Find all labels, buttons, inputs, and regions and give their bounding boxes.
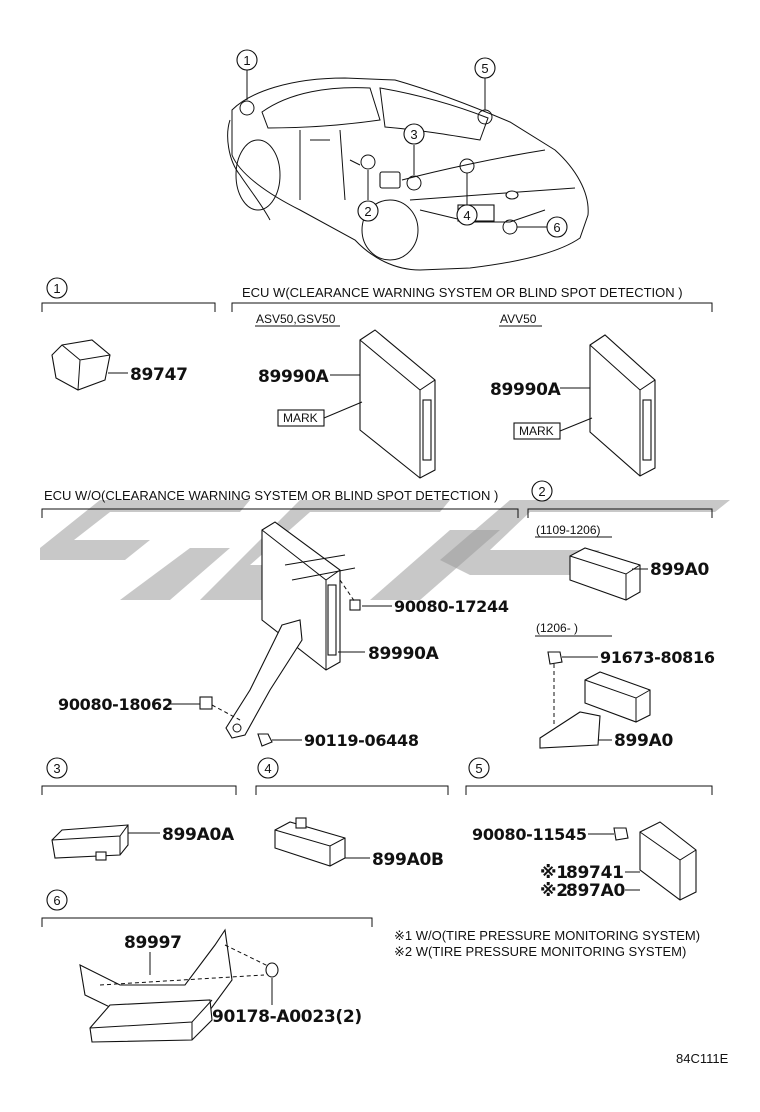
- part-897a0[interactable]: 897A0: [566, 881, 626, 901]
- part-89997[interactable]: 89997: [124, 933, 182, 953]
- section-1: 1 89747: [41, 277, 216, 391]
- part-899a0b[interactable]: 899A0B: [372, 850, 444, 870]
- variant-asv50: ASV50,GSV50: [256, 312, 336, 326]
- mark-2: ※2: [540, 881, 568, 901]
- part-89741[interactable]: 89741: [566, 863, 624, 883]
- part-899a0-late[interactable]: 899A0: [614, 731, 674, 751]
- section-3: 3 899A0A: [41, 757, 237, 861]
- svg-text:5: 5: [481, 61, 488, 76]
- footnote-1: ※1 W/O(TIRE PRESSURE MONITORING SYSTEM): [394, 928, 700, 943]
- part-89747[interactable]: 89747: [130, 365, 188, 385]
- car-illustration: [227, 77, 589, 271]
- svg-text:1: 1: [53, 281, 60, 296]
- svg-text:2: 2: [364, 204, 371, 219]
- callout-4[interactable]: [456, 204, 478, 226]
- part-89990a-avv50[interactable]: 89990A: [490, 380, 562, 400]
- date-range-a: (1109-1206): [536, 523, 601, 537]
- svg-text:6: 6: [53, 893, 60, 908]
- callout-5[interactable]: [474, 57, 496, 79]
- ecu-wo-header: ECU W/O(CLEARANCE WARNING SYSTEM OR BLIN…: [44, 488, 498, 503]
- mark-label-a: MARK: [283, 411, 318, 425]
- part-90178-a0023[interactable]: 90178-A0023(2): [212, 1007, 362, 1027]
- date-range-b: (1206- ): [536, 621, 578, 635]
- svg-text:4: 4: [463, 208, 470, 223]
- section-ecu-wo: ECU W/O(CLEARANCE WARNING SYSTEM OR BLIN…: [41, 488, 519, 750]
- part-89990a-asv50[interactable]: 89990A: [258, 367, 330, 387]
- svg-text:3: 3: [410, 127, 417, 142]
- svg-text:3: 3: [53, 761, 60, 776]
- section-ecu-w: ECU W(CLEARANCE WARNING SYSTEM OR BLIND …: [231, 285, 713, 479]
- svg-text:2: 2: [538, 484, 545, 499]
- svg-text:1: 1: [243, 53, 250, 68]
- footnotes: ※1 W/O(TIRE PRESSURE MONITORING SYSTEM) …: [394, 928, 700, 959]
- section-4: 4 899A0B: [255, 757, 449, 870]
- callout-3[interactable]: [403, 123, 425, 145]
- variant-avv50: AVV50: [500, 312, 537, 326]
- section-2: 2 (1109-1206) 899A0 (1206- ) 91673-80816…: [527, 480, 715, 751]
- callout-1[interactable]: [236, 49, 258, 71]
- ecu-w-header: ECU W(CLEARANCE WARNING SYSTEM OR BLIND …: [242, 285, 683, 300]
- diagram-code: 84C111E: [676, 1051, 729, 1066]
- svg-text:5: 5: [475, 761, 482, 776]
- callout-2[interactable]: [357, 200, 379, 222]
- mark-label-b: MARK: [519, 424, 554, 438]
- callout-6[interactable]: [546, 216, 568, 238]
- mark-1: ※1: [540, 863, 568, 883]
- part-90119-06448[interactable]: 90119-06448: [304, 731, 419, 750]
- part-899a0a[interactable]: 899A0A: [162, 825, 235, 845]
- footnote-2: ※2 W(TIRE PRESSURE MONITORING SYSTEM): [394, 944, 686, 959]
- car-callouts: 1 2 3 4 5 6: [236, 49, 568, 238]
- part-91673-80816[interactable]: 91673-80816: [600, 648, 715, 667]
- section-6: 6 89997 90178-A0023(2): [41, 889, 373, 1043]
- part-89990a-wo[interactable]: 89990A: [368, 644, 440, 664]
- part-90080-11545[interactable]: 90080-11545: [472, 825, 587, 844]
- svg-text:6: 6: [553, 220, 560, 235]
- part-90080-17244[interactable]: 90080-17244: [394, 597, 509, 616]
- svg-text:4: 4: [264, 761, 271, 776]
- part-90080-18062[interactable]: 90080-18062: [58, 695, 173, 714]
- section-5: 5 90080-11545 ※1 89741 ※2 897A0: [465, 757, 713, 901]
- part-899a0-early[interactable]: 899A0: [650, 560, 710, 580]
